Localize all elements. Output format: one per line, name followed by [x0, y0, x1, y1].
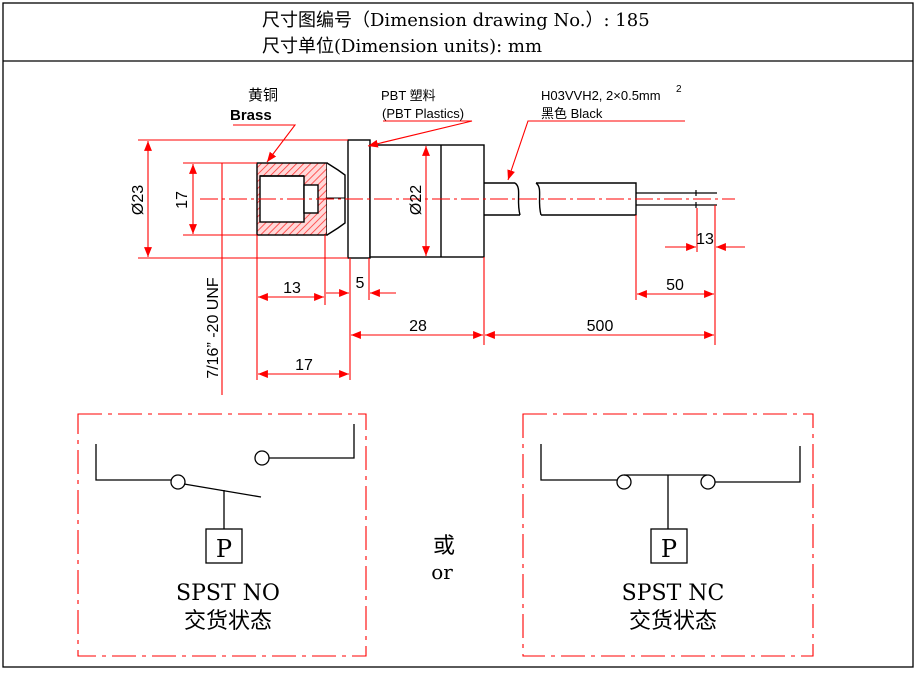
schematic-no-frame	[77, 413, 367, 657]
header-units: 尺寸单位(Dimension units): mm	[262, 36, 542, 57]
dim-13-wire: 13	[696, 231, 714, 248]
nc-title: SPST NC	[622, 581, 725, 606]
pbt-body	[369, 144, 485, 258]
pbt-label-cn: PBT 塑料	[381, 88, 436, 103]
or-en: or	[431, 560, 453, 584]
dim-17-length: 17	[295, 357, 313, 374]
no-pressure-label: P	[216, 535, 232, 563]
nc-left-lead	[540, 444, 617, 481]
no-title: SPST NO	[176, 581, 280, 606]
schematic-nc: P SPST NC 交货状态	[522, 413, 814, 657]
cable-color-label: 黑色 Black	[541, 106, 603, 121]
pbt-label-en: (PBT Plastics)	[382, 106, 464, 121]
nc-pressure-label: P	[661, 535, 677, 563]
brass-label-cn: 黄铜	[248, 87, 278, 104]
or-cn: 或	[433, 534, 455, 559]
nc-pressure-box	[650, 528, 688, 564]
no-contact-left	[170, 474, 186, 490]
cable-break-2	[535, 182, 542, 216]
cable-spec-superscript: 2	[676, 84, 682, 95]
dim-d23: Ø23	[130, 185, 147, 215]
dim-17-height: 17	[174, 191, 191, 209]
no-contact-right	[254, 450, 270, 466]
header-title: 尺寸图编号（Dimension drawing No.）: 185	[262, 10, 650, 31]
thread-spec: 7/16” -20 UNF	[205, 277, 222, 379]
no-switch-arm	[183, 483, 262, 498]
dim-13-body: 13	[283, 280, 301, 297]
nc-right-lead	[715, 446, 801, 483]
no-state: 交货状态	[184, 609, 272, 634]
dim-50: 50	[666, 277, 684, 294]
dim-28: 28	[409, 318, 427, 335]
no-right-lead	[269, 424, 355, 459]
cable-stub	[484, 182, 520, 216]
schematic-no: P SPST NO 交货状态	[77, 413, 367, 657]
no-left-lead	[95, 444, 171, 481]
nc-contact-right	[700, 474, 716, 490]
brass-label-en: Brass	[230, 107, 272, 124]
dim-5: 5	[356, 275, 365, 292]
dim-d22: Ø22	[408, 185, 425, 215]
cable-break-1	[514, 182, 521, 216]
schematic-nc-frame	[522, 413, 814, 657]
dim-500: 500	[587, 318, 614, 335]
dimension-lines	[138, 120, 745, 395]
no-pressure-box	[205, 528, 243, 564]
nc-state: 交货状态	[629, 609, 717, 634]
nc-contact-left	[616, 474, 632, 490]
cable-spec-label: H03VVH2, 2×0.5mm	[541, 88, 661, 103]
